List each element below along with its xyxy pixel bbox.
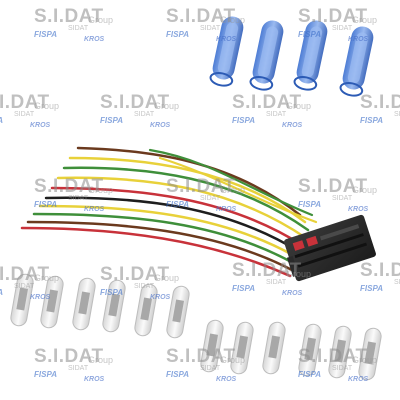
multipin-connector bbox=[284, 214, 376, 282]
blue-butt-connectors bbox=[209, 16, 374, 97]
clear-butt-connectors-left bbox=[10, 273, 190, 339]
wire-bundle bbox=[20, 146, 318, 278]
clear-butt-connectors-right bbox=[200, 319, 382, 381]
